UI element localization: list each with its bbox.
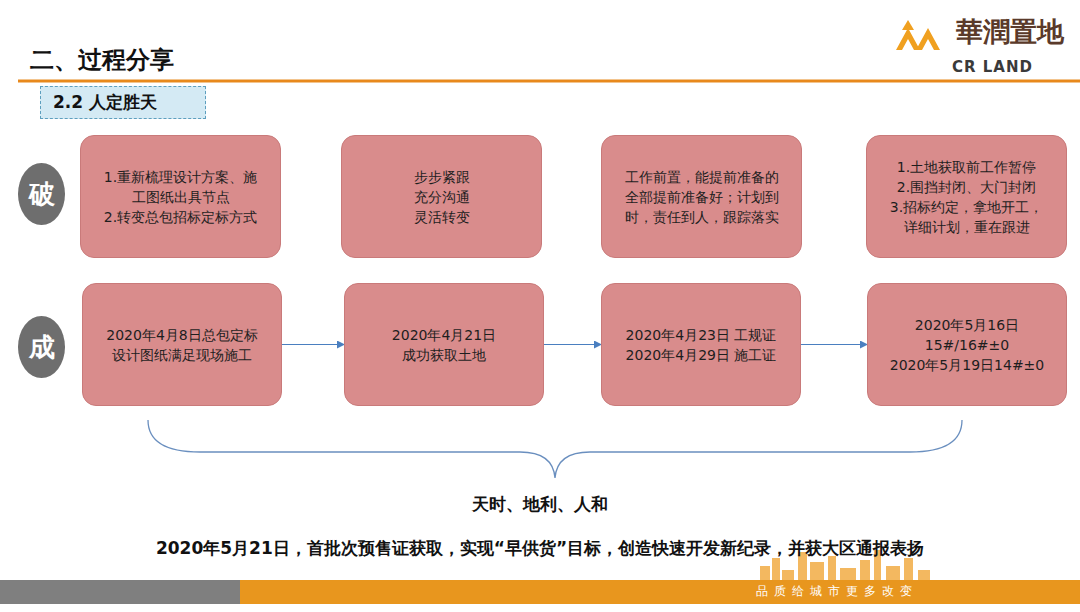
box-text: 2020年5月19日14#±0	[890, 355, 1045, 375]
box-text: 成功获取土地	[402, 345, 486, 365]
box-text: 2.围挡封闭、大门封闭	[897, 177, 1036, 197]
row-label-circle: 破	[18, 163, 65, 225]
conclusion-text: 2020年5月21日，首批次预售证获取，实现“早供货”目标，创造快速开发新纪录，…	[0, 537, 1080, 560]
title-rule	[18, 80, 1080, 83]
box-text: 步步紧跟	[414, 167, 470, 187]
summary-text: 天时、地利、人和	[0, 493, 1080, 516]
footer-grey-bar	[0, 580, 240, 604]
box-text: 工作前置，能提前准备的全部提前准备好；计划到时，责任到人，跟踪落实	[618, 167, 785, 227]
flow-arrow	[801, 344, 867, 345]
process-box: 1.土地获取前工作暂停2.围挡封闭、大门封闭3.招标约定，拿地开工，详细计划，重…	[866, 135, 1067, 258]
box-text: 3.招标约定，拿地开工，详细计划，重在跟进	[883, 197, 1050, 237]
flow-arrow	[282, 344, 344, 345]
milestone-box: 2020年4月23日 工规证2020年4月29日 施工证	[601, 283, 801, 406]
logo-text: 華潤置地	[956, 14, 1064, 50]
box-text: 充分沟通	[414, 187, 470, 207]
box-text: 设计图纸满足现场施工	[112, 345, 252, 365]
box-text: 1.重新梳理设计方案、施工图纸出具节点	[97, 167, 264, 207]
row-label: 成	[29, 330, 55, 365]
row-label: 破	[29, 177, 55, 212]
logo-icon	[896, 20, 940, 50]
process-box: 1.重新梳理设计方案、施工图纸出具节点2.转变总包招标定标方式	[80, 135, 281, 258]
box-text: 2020年4月8日总包定标	[106, 325, 257, 345]
box-text: 2.2 人定胜天	[53, 91, 157, 114]
slide-title: 二、过程分享	[30, 44, 174, 76]
box-text: 2.转变总包招标定标方式	[104, 207, 257, 227]
box-text: 2020年4月23日 工规证	[626, 325, 777, 345]
milestone-box: 2020年5月16日15#/16#±02020年5月19日14#±0	[867, 283, 1067, 406]
box-text: 2020年4月29日 施工证	[626, 345, 777, 365]
process-box: 工作前置，能提前准备的全部提前准备好；计划到时，责任到人，跟踪落实	[601, 135, 802, 258]
box-text: 2020年4月21日	[392, 325, 496, 345]
milestone-box: 2020年4月8日总包定标设计图纸满足现场施工	[82, 283, 282, 406]
box-text: 15#/16#±0	[925, 335, 1009, 355]
section-tag: 2.2 人定胜天	[40, 86, 206, 119]
milestone-box: 2020年4月21日成功获取土地	[344, 283, 544, 406]
flow-arrow	[544, 344, 601, 345]
brace	[148, 420, 962, 478]
footer-slogan: 品质给城市更多改变	[756, 583, 918, 600]
logo-subtext: CR LAND	[952, 58, 1033, 76]
box-text: 灵活转变	[414, 207, 470, 227]
process-box: 步步紧跟充分沟通灵活转变	[341, 135, 542, 258]
footer-orange-bar	[240, 580, 1080, 604]
box-text: 2020年5月16日	[915, 315, 1019, 335]
box-text: 1.土地获取前工作暂停	[897, 157, 1036, 177]
row-label-circle: 成	[18, 316, 65, 378]
